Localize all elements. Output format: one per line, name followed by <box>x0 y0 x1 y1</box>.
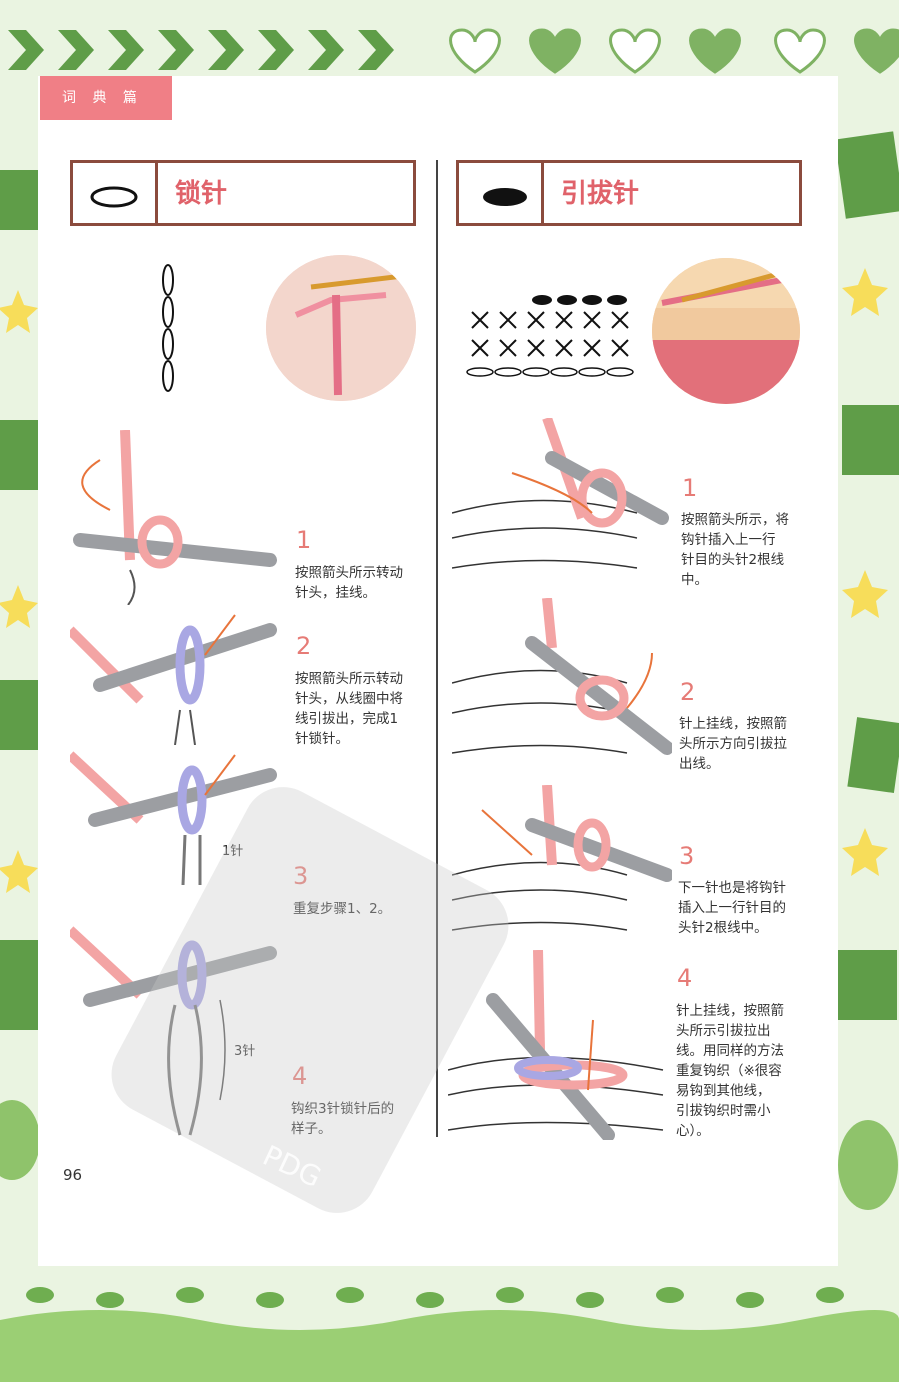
slip-step-2-text: 针上挂线，按照箭 头所示方向引拔拉 出线。 <box>679 716 787 772</box>
chain-step-3-number: 3 <box>293 862 309 890</box>
slip-sample-photo <box>652 258 800 404</box>
chain-step-2-text: 按照箭头所示转动 针头，从线圈中将 线引拔出，完成1 针锁针。 <box>295 671 403 747</box>
chain-step-3-illustration <box>70 751 277 885</box>
slip-step-1-illustration <box>452 418 669 569</box>
chain-stitch-header: 锁针 <box>70 160 416 226</box>
slip-step-1-text: 按照箭头所示，将 钩针插入上一行 针目的头针2根线 中。 <box>681 512 789 588</box>
slip-step-3-number: 3 <box>679 842 695 870</box>
slip-stitch-header: 引拔针 <box>456 160 802 226</box>
chain-step-2-illustration <box>70 614 277 745</box>
chain-step-4-number: 4 <box>292 1062 308 1090</box>
chain-sample-photo <box>266 255 416 401</box>
slip-step-2-illustration <box>452 598 672 755</box>
chain-stitch-title: 锁针 <box>175 179 228 209</box>
section-tag: 词 典 篇 <box>40 76 172 120</box>
slip-symbol-chart <box>466 295 634 377</box>
chain-step-3-text: 重复步骤1、2。 <box>293 901 392 917</box>
chain-symbol-icon <box>73 163 158 223</box>
slip-step-4-illustration <box>448 950 664 1140</box>
slip-step-4-number: 4 <box>677 964 693 992</box>
page-number: 96 <box>63 1166 83 1184</box>
chain-step-4-text: 钩织3针锁针后的 样子。 <box>291 1101 395 1137</box>
slip-step-3-text: 下一针也是将钩针 插入上一行针目的 头针2根线中。 <box>678 880 786 936</box>
three-stitch-label: 3针 <box>234 1044 256 1059</box>
chain-step-1-number: 1 <box>296 526 312 554</box>
slip-step-1-number: 1 <box>682 474 698 502</box>
slip-step-3-illustration <box>452 785 672 931</box>
chain-step-2-number: 2 <box>296 632 312 660</box>
slip-stitch-title: 引拔针 <box>561 179 640 209</box>
chain-step-1-text: 按照箭头所示转动 针头，挂线。 <box>295 565 403 601</box>
chain-step-1-illustration <box>73 430 277 605</box>
chain-step-4-illustration <box>70 926 277 1136</box>
one-stitch-label: 1针 <box>222 844 244 859</box>
slip-symbol-icon <box>459 163 544 223</box>
slip-step-4-text: 针上挂线，按照箭 头所示引拔拉出 线。用同样的方法 重复钩织（※很容 易钩到其他… <box>676 1003 784 1139</box>
slip-step-2-number: 2 <box>680 678 696 706</box>
column-divider <box>436 160 438 1137</box>
chain-symbol-chart <box>162 264 174 392</box>
